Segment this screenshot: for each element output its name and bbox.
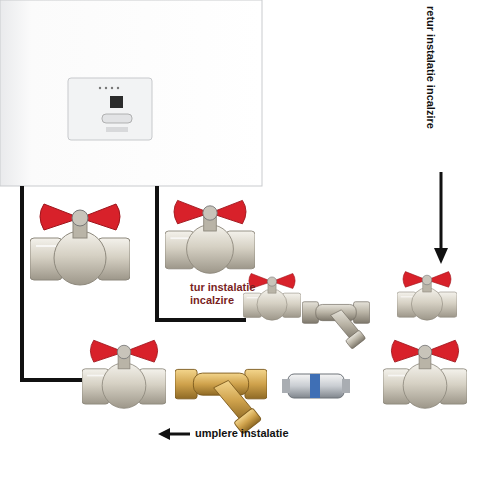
ball-valve xyxy=(82,340,166,408)
ball-valve xyxy=(397,272,457,321)
ball-valve xyxy=(383,340,467,408)
display xyxy=(110,96,123,108)
ball-valve xyxy=(30,204,130,285)
pipe-label: umplere instalatie xyxy=(195,427,289,440)
pipe-label: tur instalatie incalzire xyxy=(190,281,265,306)
y-strainer xyxy=(302,302,370,349)
flow-arrow xyxy=(434,172,448,264)
boiler-body xyxy=(0,0,262,186)
flow-arrow xyxy=(158,428,190,440)
control-panel xyxy=(68,78,152,140)
indicator-dots xyxy=(99,87,119,89)
ball-valve xyxy=(243,273,301,320)
panel-buttons xyxy=(102,114,132,123)
panel-plate xyxy=(106,127,128,132)
ball-valve xyxy=(165,200,255,273)
pipe-label: retur instalatie incalzire xyxy=(424,6,437,129)
brass-y-strainer xyxy=(175,369,267,434)
magnetic-filter xyxy=(282,374,350,398)
